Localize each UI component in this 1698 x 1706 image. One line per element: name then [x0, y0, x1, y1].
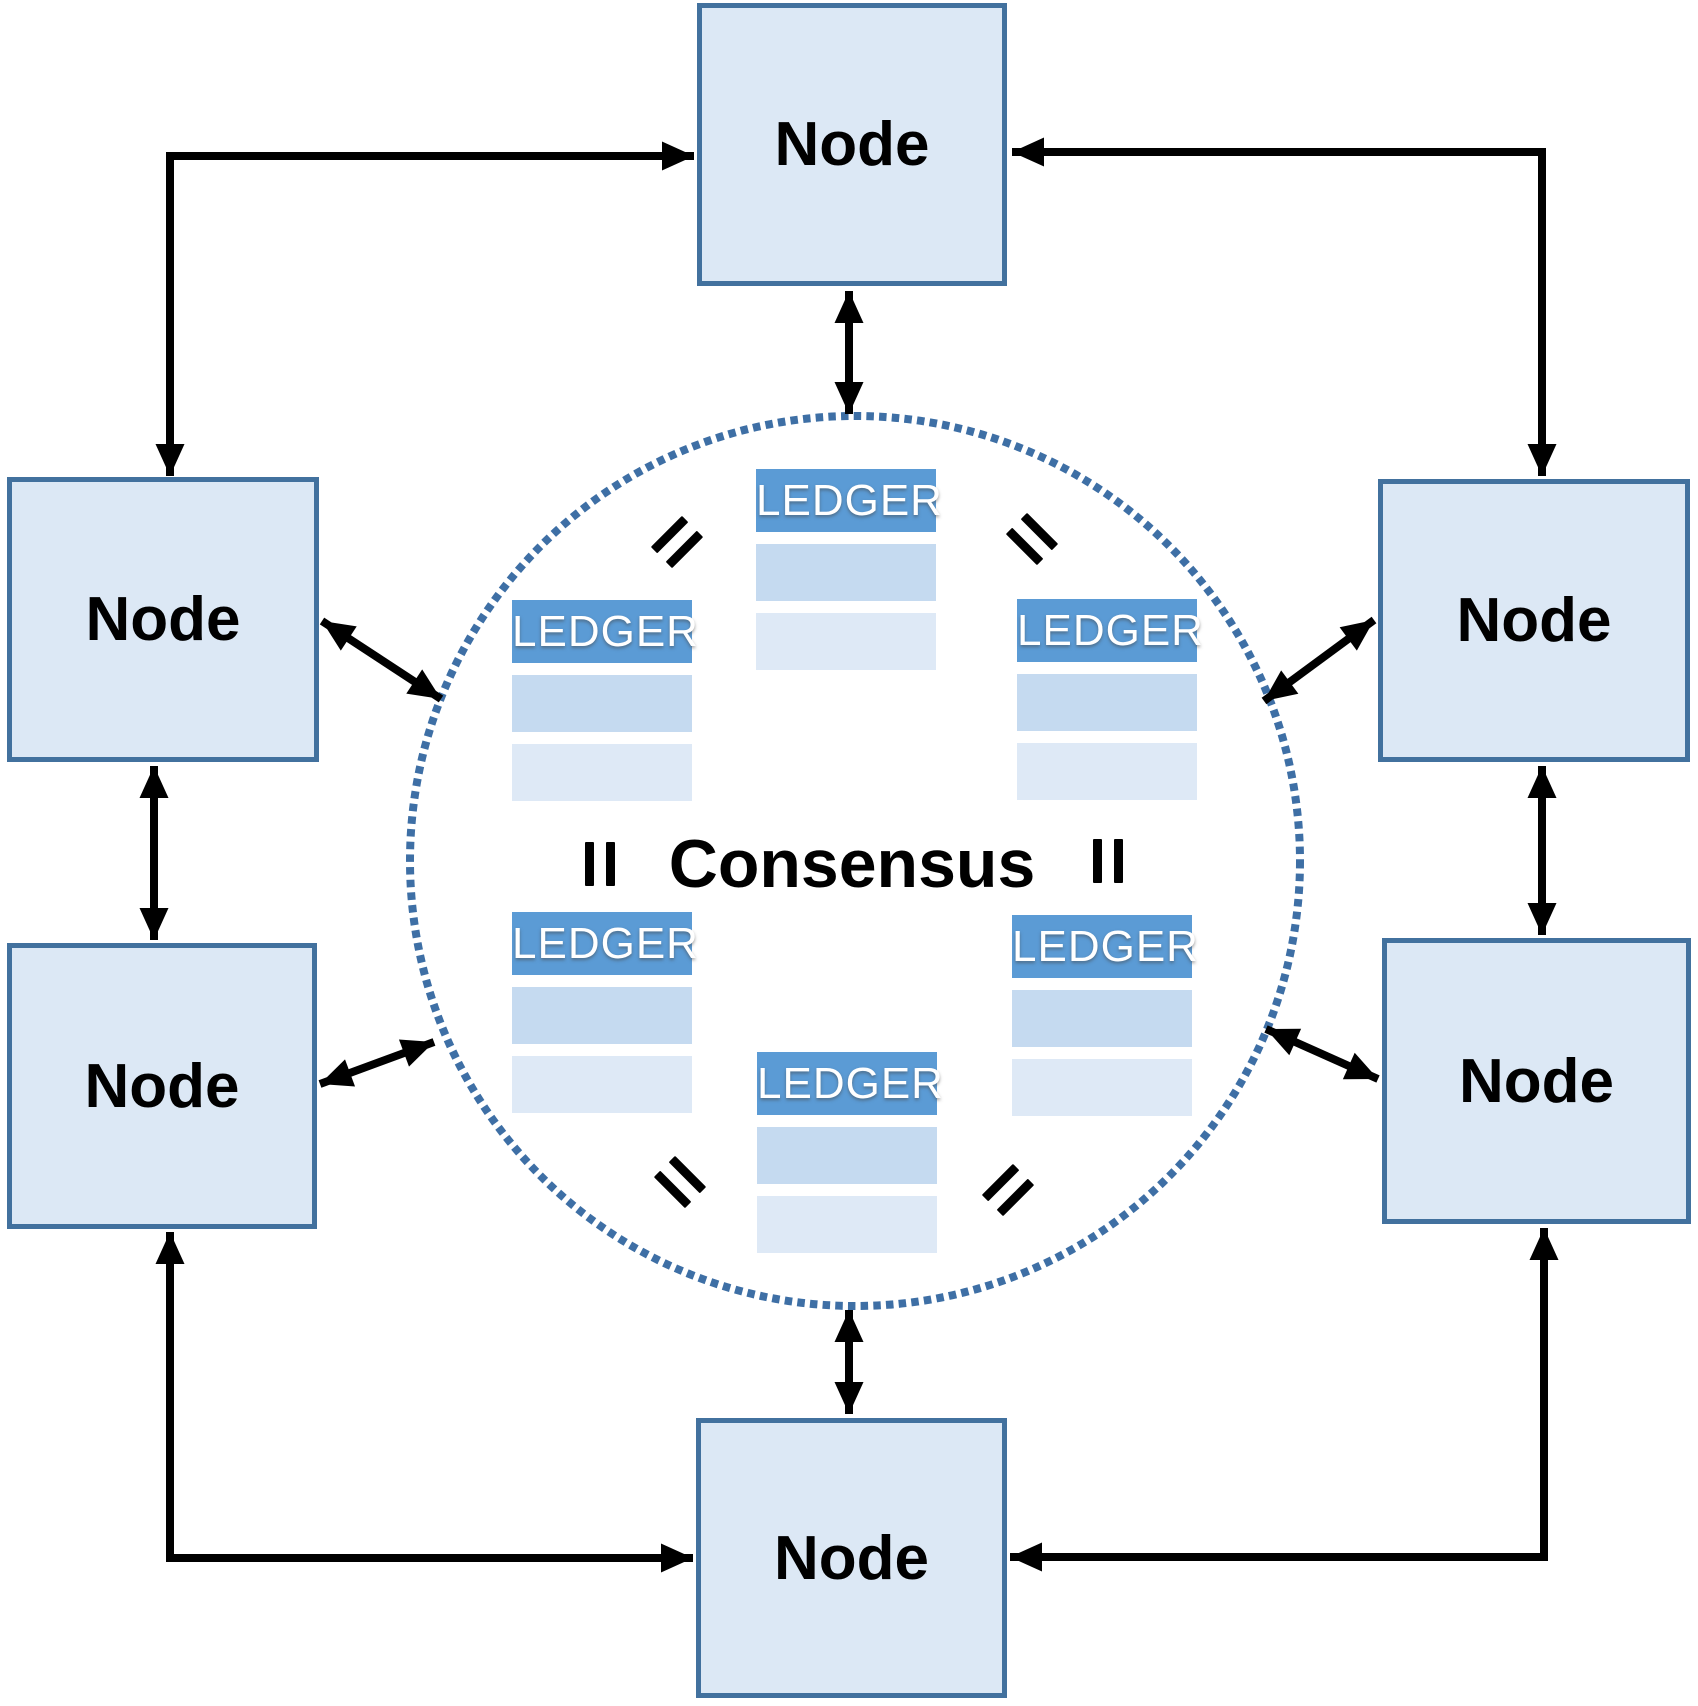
node-right-lower: Node: [1382, 938, 1691, 1224]
ledger-row: [512, 744, 692, 801]
node-left-lower-label: Node: [84, 1051, 240, 1121]
ledger-row: [1017, 674, 1197, 731]
node-left-upper-label: Node: [85, 585, 241, 654]
node-right-lower-label: Node: [1459, 1046, 1614, 1116]
ledger-row: [757, 1127, 937, 1184]
arrow-top-node-to-left-upper-node: [155, 141, 694, 476]
ledger-row: [756, 544, 936, 601]
ledger-row: [512, 987, 692, 1044]
node-top-label: Node: [774, 110, 930, 179]
ledger-table-mid-right: LEDGER: [1017, 599, 1203, 800]
consensus-title: Consensus: [668, 826, 1036, 902]
ledger-header: LEDGER: [1017, 599, 1203, 662]
node-bottom: Node: [696, 1418, 1007, 1698]
equals-icon: [1093, 839, 1123, 883]
ledger-row: [756, 613, 936, 670]
arrow-left-lower-node-to-circle: [318, 1038, 436, 1088]
ledger-header: LEDGER: [512, 912, 698, 975]
node-right-upper: Node: [1378, 479, 1690, 762]
arrow-left-lower-node-to-bottom-node: [155, 1232, 693, 1573]
ledger-row: [512, 1056, 692, 1113]
ledger-table-top: LEDGER: [756, 469, 942, 670]
ledger-row: [1017, 743, 1197, 800]
node-right-upper-label: Node: [1456, 586, 1612, 655]
node-left-upper: Node: [7, 477, 319, 762]
ledger-table-bottom: LEDGER: [757, 1052, 943, 1253]
arrow-right-upper-node-to-circle: [1261, 616, 1377, 705]
ledger-table-mid-left: LEDGER: [512, 600, 698, 801]
ledger-row: [512, 675, 692, 732]
ledger-header: LEDGER: [756, 469, 942, 532]
ledger-header: LEDGER: [757, 1052, 943, 1115]
arrow-left-upper-node-to-circle: [319, 617, 444, 703]
arrow-right-lower-node-to-circle: [1264, 1025, 1380, 1083]
ledger-row: [1012, 990, 1192, 1047]
ledger-row: [757, 1196, 937, 1253]
ledger-table-bottom-right: LEDGER: [1012, 915, 1198, 1116]
ledger-header: LEDGER: [512, 600, 698, 663]
ledger-row: [1012, 1059, 1192, 1116]
arrow-top-node-to-right-upper-node: [1012, 137, 1557, 476]
node-top: Node: [697, 3, 1007, 286]
consensus-boundary-circle: [406, 412, 1304, 1310]
arrow-bottom-node-to-right-lower-node: [1010, 1228, 1559, 1572]
ledger-table-bottom-left: LEDGER: [512, 912, 698, 1113]
node-bottom-label: Node: [774, 1523, 929, 1593]
node-left-lower: Node: [7, 943, 317, 1229]
ledger-header: LEDGER: [1012, 915, 1198, 978]
equals-icon: [585, 842, 615, 886]
